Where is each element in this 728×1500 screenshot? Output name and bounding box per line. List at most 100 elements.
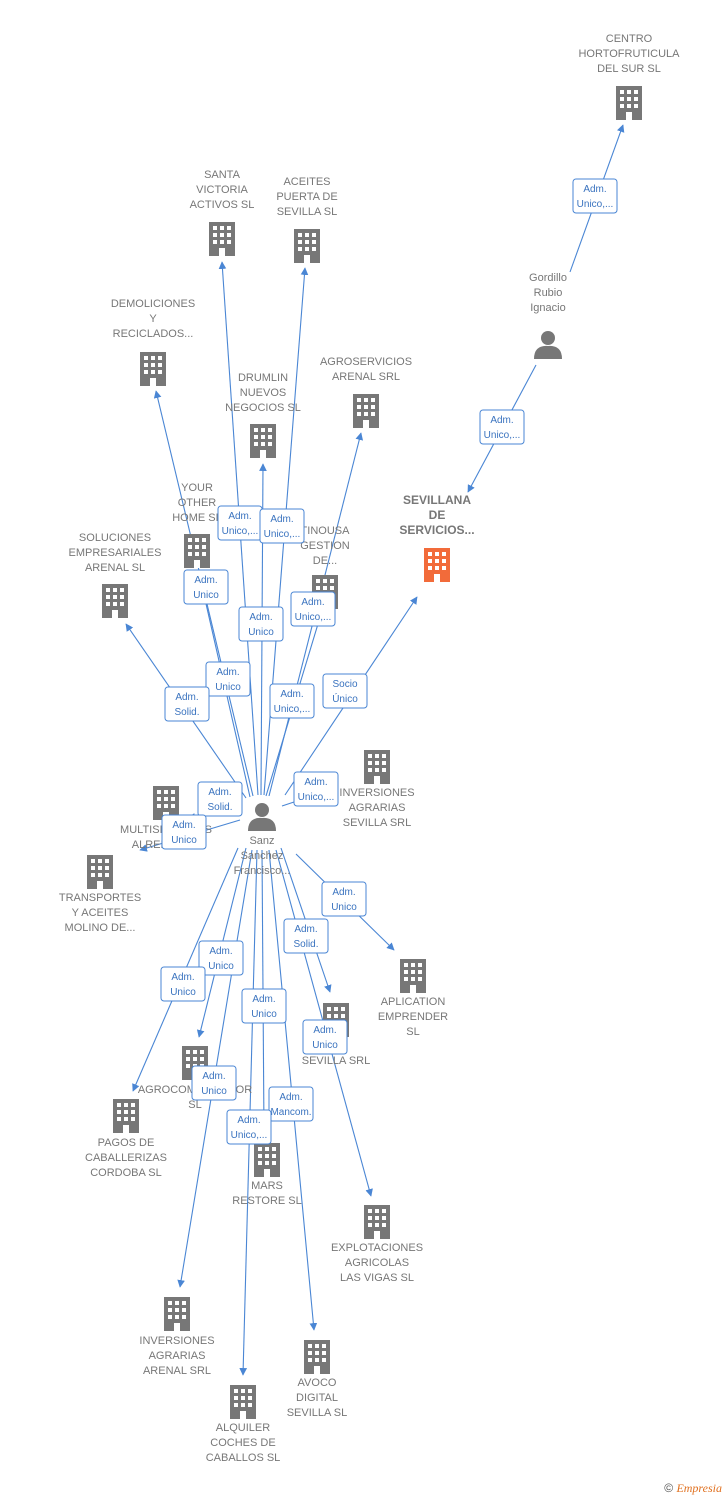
edge-label-box — [293, 771, 339, 807]
edge-label-box — [259, 508, 305, 544]
edge-label-line: Unico — [215, 682, 241, 693]
edge-label-badge[interactable]: Adm.Unico,... — [226, 1109, 272, 1145]
node-label-line: CABALLERIZAS — [85, 1152, 167, 1164]
node-label-line: APLICATION — [381, 996, 446, 1008]
building-icon — [209, 222, 235, 256]
edge-label-badge[interactable]: Adm.Unico,... — [293, 771, 339, 807]
edge-label-badge[interactable]: Adm. Unico,... — [269, 683, 315, 719]
edge-label-badge[interactable]: Adm. Unico — [183, 569, 229, 605]
edge-label-badge[interactable]: Adm. Unico,... — [572, 178, 618, 214]
edge-label-line: Unico,... — [577, 199, 614, 210]
edge-label-box — [198, 940, 244, 976]
edge-label-box — [205, 661, 251, 697]
node-sanz[interactable]: SanzSanchezFrancisco... — [234, 803, 291, 877]
node-label-line: ARENAL SRL — [332, 371, 400, 383]
edge-label-line: Adm. — [194, 575, 217, 586]
edge-label-box — [269, 683, 315, 719]
edge-label-box — [197, 781, 243, 817]
node-label-line: EXPLOTACIONES — [331, 1242, 423, 1254]
building-icon — [102, 584, 128, 618]
edge-label-box — [268, 1086, 314, 1122]
node-label-line: GESTION — [300, 540, 350, 552]
edge-label-line: Adm. — [237, 1115, 260, 1126]
node-label-line: ARENAL SRL — [143, 1365, 211, 1377]
node-label-line: ACTIVOS SL — [190, 199, 255, 211]
node-tinousa[interactable]: TINOUSAGESTIONDE... — [300, 525, 350, 609]
edge-label-badge[interactable]: Adm.Unico — [191, 1065, 237, 1101]
node-label-line: SEVILLANA — [403, 493, 471, 507]
building-icon — [364, 750, 390, 784]
node-label-line: Ignacio — [530, 302, 565, 314]
edge-label-badge[interactable]: Adm.Unico — [238, 606, 284, 642]
building-icon — [184, 534, 210, 568]
edge-label-line: Adm. — [171, 972, 194, 983]
edge-label-box — [160, 966, 206, 1002]
edge-label-box — [283, 918, 329, 954]
node-label-line: RECICLADOS... — [113, 328, 194, 340]
edge-label-box — [290, 591, 336, 627]
node-sevillana[interactable]: SEVILLANADESERVICIOS... — [399, 493, 475, 582]
node-label-line: SEVILLA SRL — [302, 1055, 371, 1067]
edge-label-line: Adm. — [216, 667, 239, 678]
edge-label-line: Adm. — [280, 689, 303, 700]
edge-label-badge[interactable]: Adm.Solid. — [197, 781, 243, 817]
building-icon — [250, 424, 276, 458]
brand-logo-text[interactable]: Empresia — [676, 1481, 722, 1495]
node-label-line: AGRARIAS — [149, 1350, 206, 1362]
edge-label-badge[interactable]: Adm.Solid. — [283, 918, 329, 954]
edge-label-line: Unico,... — [274, 704, 311, 715]
edge-label-badge[interactable]: Adm.Unico — [161, 814, 207, 850]
edge-label-box — [321, 881, 367, 917]
edge-label-badge[interactable]: Adm.Unico — [241, 988, 287, 1024]
edge-label-badge[interactable]: Adm.Unico,... — [259, 508, 305, 544]
edge-label-line: Adm. — [583, 184, 606, 195]
edge-label-badge[interactable]: Adm.Unico,... — [479, 409, 525, 445]
edge-label-line: Unico,... — [222, 526, 259, 537]
node-label-line: CORDOBA SL — [90, 1167, 162, 1179]
edge-label-line: Mancom. — [270, 1107, 311, 1118]
edge-label-line: Adm. — [490, 415, 513, 426]
edge-label-line: Solid. — [207, 802, 232, 813]
node-label-line: DRUMLIN — [238, 372, 288, 384]
edge-label-line: Unico — [193, 590, 219, 601]
node-demoliciones[interactable]: DEMOLICIONESYRECICLADOS... — [111, 298, 195, 386]
edge-label-line: Adm. — [313, 1025, 336, 1036]
edge-label-badge[interactable]: Adm. Unico — [160, 966, 206, 1002]
node-label-line: MARS — [251, 1180, 283, 1192]
node-label-line: EMPRESARIALES — [69, 547, 162, 559]
node-label-line: NEGOCIOS SL — [225, 402, 301, 414]
edge-label-line: Unico — [170, 987, 196, 998]
edge-label-badge[interactable]: Adm.Mancom. — [268, 1086, 314, 1122]
edge-label-line: Adm. — [172, 820, 195, 831]
edge-label-badge[interactable]: Adm.Unico,... — [290, 591, 336, 627]
edge-label-badge[interactable]: Adm.Unico — [198, 940, 244, 976]
edge-label-badge[interactable]: Adm.Unico — [321, 881, 367, 917]
node-sevillasrl[interactable]: SEVILLA SRL — [302, 1003, 371, 1067]
node-label-line: Sanz — [249, 835, 274, 847]
node-label-line: Y ACEITES — [72, 907, 129, 919]
edge-label-badge[interactable]: Adm.Solid. — [164, 686, 210, 722]
edge-label-badge[interactable]: Adm.Unico,... — [217, 505, 263, 541]
edge-label-badge[interactable]: Adm.Unico — [302, 1019, 348, 1055]
node-label-line: LAS VIGAS SL — [340, 1272, 414, 1284]
node-label-line: YOUR — [181, 482, 213, 494]
edge-label-badge[interactable]: Adm. Unico — [205, 661, 251, 697]
